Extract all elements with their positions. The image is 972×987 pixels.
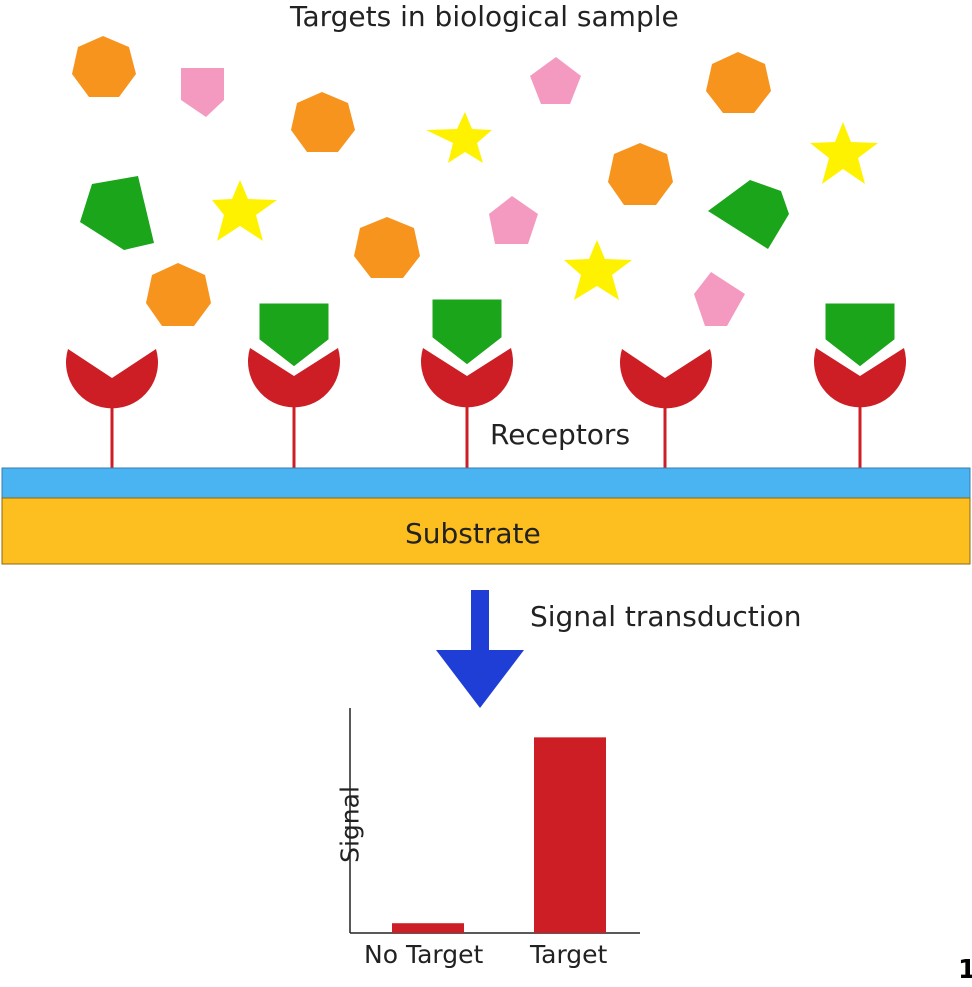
pink-pentagon-target [181,68,224,117]
orange-heptagon-target [354,217,420,278]
bar-target [534,737,606,933]
yellow-star-target [810,122,878,184]
x-tick-label-target: Target [530,940,608,969]
signal-arrow [436,590,524,708]
receptor-bound [814,300,906,468]
orange-heptagon-target [291,92,355,152]
receptor-empty [66,349,158,468]
bar-no-target [392,923,464,933]
yellow-star-target [212,180,277,241]
green-pentagon-bound-target [256,300,332,370]
receptor-bound [421,296,513,468]
panel-number: 1 [958,955,972,985]
substrate-label: Substrate [405,517,541,550]
substrate-block [1,497,971,565]
signal-transduction-label: Signal transduction [530,600,802,633]
green-pentagon-target [80,176,154,250]
diagram-title: Targets in biological sample [290,0,679,33]
receptor-bound [248,300,340,468]
targets-group [72,36,878,326]
x-tick-label-no-target: No Target [364,940,484,969]
yellow-star-target [426,112,492,163]
orange-heptagon-target [706,52,771,113]
receptor-empty [620,349,712,468]
green-pentagon-bound-target [429,296,505,368]
pink-pentagon-target [530,57,581,104]
green-pentagon-bound-target [822,300,898,370]
receptors-group [66,296,906,468]
yellow-star-target [564,240,632,300]
receptors-label: Receptors [490,418,631,451]
green-pentagon-target [708,180,789,249]
orange-heptagon-target [72,36,136,97]
y-axis-label: Signal [335,786,365,863]
pink-pentagon-target [489,196,538,244]
receptor-layer [1,467,971,499]
signal-chart [349,708,640,934]
orange-heptagon-target [146,263,211,326]
pink-pentagon-target [694,272,745,326]
orange-heptagon-target [608,143,673,205]
